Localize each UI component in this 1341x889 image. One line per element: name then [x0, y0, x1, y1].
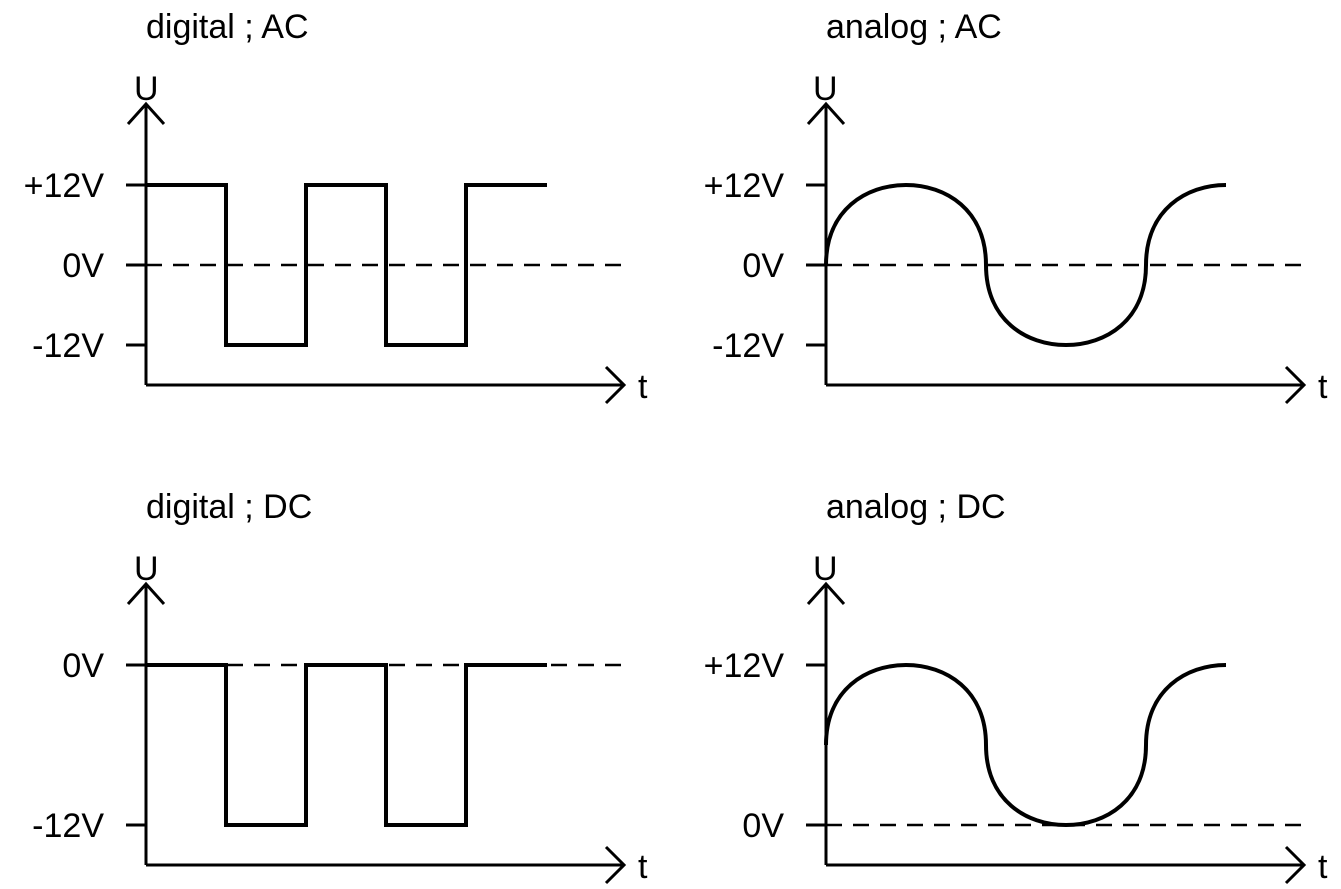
panel-digital-dc: digital ; DC U t 0V -12V [32, 488, 648, 886]
analog-waveform [824, 182, 1227, 348]
panel-analog-ac: analog ; AC U t +12V 0V -12V [704, 8, 1328, 406]
digital-waveform [146, 183, 547, 347]
panel-title: digital ; DC [146, 488, 312, 526]
x-axis-label: t [1318, 848, 1328, 886]
x-axis-arrow [604, 365, 627, 405]
panel-title: analog ; DC [826, 488, 1006, 526]
tick-label-0v: 0V [62, 647, 104, 685]
x-axis-arrow [1284, 845, 1307, 885]
tick-label-minus-12v: -12V [32, 807, 104, 845]
x-axis-arrow [1284, 365, 1307, 405]
tick-label-plus-12v: +12V [704, 647, 785, 685]
tick-label-minus-12v: -12V [712, 327, 784, 365]
panel-digital-ac: digital ; AC U t +12V 0V -12V [24, 8, 648, 406]
x-axis-label: t [638, 848, 648, 886]
panel-title: digital ; AC [146, 8, 309, 46]
tick-label-0v: 0V [742, 807, 784, 845]
y-axis-label: U [813, 550, 838, 588]
y-axis-arrow [806, 101, 846, 126]
x-axis-label: t [1318, 368, 1328, 406]
digital-waveform [146, 663, 547, 827]
y-axis-label: U [813, 70, 838, 108]
panel-title: analog ; AC [826, 8, 1002, 46]
x-axis-label: t [638, 368, 648, 406]
x-axis-arrow [604, 845, 627, 885]
tick-label-0v: 0V [62, 247, 104, 285]
y-axis-arrow [126, 581, 166, 606]
y-axis-label: U [134, 550, 159, 588]
y-axis-arrow [806, 581, 846, 606]
panel-analog-dc: analog ; DC U t +12V 0V [704, 488, 1328, 886]
tick-label-plus-12v: +12V [704, 167, 785, 205]
y-axis-arrow [126, 101, 166, 126]
y-axis-label: U [134, 70, 159, 108]
tick-label-plus-12v: +12V [24, 167, 105, 205]
tick-label-minus-12v: -12V [32, 327, 104, 365]
analog-waveform [824, 662, 1227, 828]
tick-label-0v: 0V [742, 247, 784, 285]
